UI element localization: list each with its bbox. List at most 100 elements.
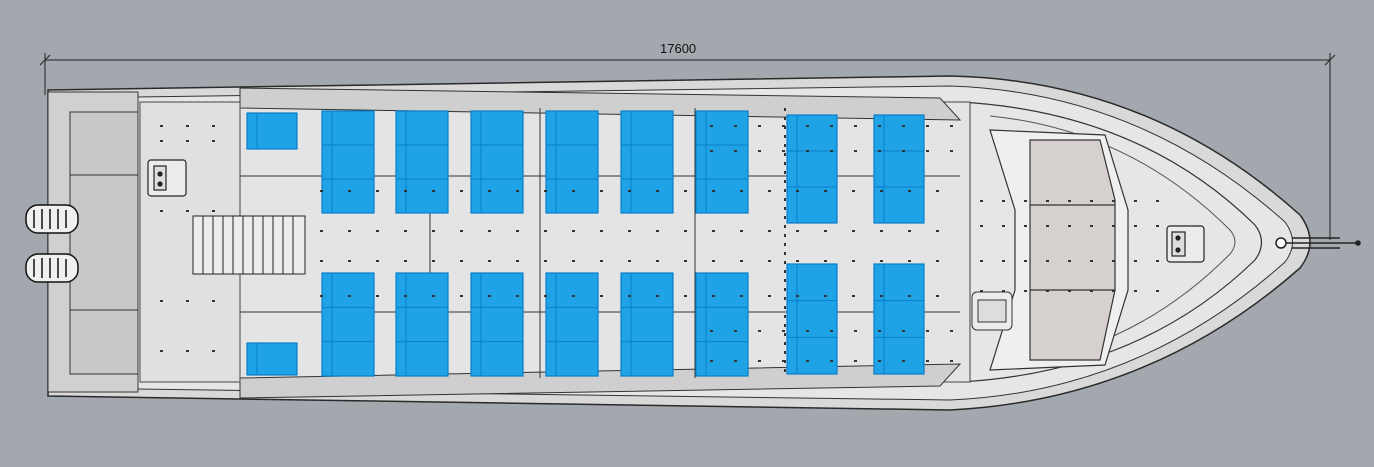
- deck-dot: [160, 140, 163, 142]
- passenger-seat: [873, 114, 925, 224]
- deck-dot: [854, 330, 857, 332]
- deck-dot: [710, 360, 713, 362]
- deck-dot: [806, 330, 809, 332]
- deck-dot: [186, 125, 189, 127]
- deck-dot: [878, 360, 881, 362]
- deck-dot: [460, 295, 463, 297]
- deck-dot: [782, 360, 785, 362]
- deck-dot: [1024, 290, 1027, 292]
- deck-dot: [572, 230, 575, 232]
- deck-dot: [460, 230, 463, 232]
- passenger-seat: [695, 110, 749, 214]
- deck-dot: [1134, 200, 1137, 202]
- deck-dot: [460, 190, 463, 192]
- deck-dot: [852, 295, 855, 297]
- deck-dot: [376, 295, 379, 297]
- deck-dot: [656, 190, 659, 192]
- deck-dot: [186, 300, 189, 302]
- deck-dot: [684, 260, 687, 262]
- deck-dot: [806, 150, 809, 152]
- deck-dot: [824, 295, 827, 297]
- deck-dot: [854, 150, 857, 152]
- deck-dot: [1112, 260, 1115, 262]
- deck-dot: [740, 230, 743, 232]
- deck-dot: [1068, 290, 1071, 292]
- deck-dot: [768, 190, 771, 192]
- deck-dot: [404, 190, 407, 192]
- deck-dot: [768, 260, 771, 262]
- deck-dot: [516, 295, 519, 297]
- deck-dot: [902, 330, 905, 332]
- deck-dot: [926, 150, 929, 152]
- deck-dot: [488, 230, 491, 232]
- deck-dot: [782, 125, 785, 127]
- deck-dot: [1002, 260, 1005, 262]
- deck-dot: [824, 230, 827, 232]
- deck-dot: [854, 125, 857, 127]
- deck-dot: [824, 190, 827, 192]
- transom: [47, 91, 139, 393]
- deck-dot: [880, 230, 883, 232]
- deck-dot: [1156, 200, 1159, 202]
- deck-dot: [740, 260, 743, 262]
- deck-dot: [212, 350, 215, 352]
- deck-dot: [1002, 225, 1005, 227]
- deck-dot: [1024, 260, 1027, 262]
- deck-dot: [796, 230, 799, 232]
- deck-dot: [160, 125, 163, 127]
- deck-dot: [768, 295, 771, 297]
- deck-dot: [404, 260, 407, 262]
- deck-dot: [572, 295, 575, 297]
- passenger-seat: [395, 110, 449, 214]
- outboard-engine-icon: [25, 253, 79, 283]
- deck-dot: [796, 190, 799, 192]
- deck-dot: [758, 125, 761, 127]
- deck-dot: [926, 330, 929, 332]
- deck-dot: [684, 230, 687, 232]
- passenger-seat: [873, 263, 925, 375]
- deck-dot: [1090, 260, 1093, 262]
- passenger-seat: [620, 272, 674, 377]
- deck-dot: [852, 230, 855, 232]
- deck-dot: [830, 360, 833, 362]
- hatch-icon: [147, 159, 187, 197]
- deck-dot: [950, 360, 953, 362]
- deck-dot: [186, 210, 189, 212]
- deck-dot: [600, 230, 603, 232]
- hatch-icon: [1166, 225, 1205, 263]
- deck-dot: [1112, 225, 1115, 227]
- deck-dot: [1134, 260, 1137, 262]
- deck-dot: [320, 260, 323, 262]
- deck-dot: [782, 330, 785, 332]
- deck-dot: [404, 230, 407, 232]
- deck-dot: [880, 190, 883, 192]
- deck-dot: [908, 230, 911, 232]
- deck-dot: [758, 150, 761, 152]
- deck-dot: [852, 260, 855, 262]
- deck-dot: [878, 125, 881, 127]
- deck-dot: [1046, 225, 1049, 227]
- deck-fastener-dots: [160, 125, 1159, 362]
- passenger-seat: [321, 272, 375, 377]
- deck-dot: [734, 150, 737, 152]
- deck-dot: [902, 125, 905, 127]
- deck-dot: [880, 295, 883, 297]
- deck-dot: [348, 260, 351, 262]
- deck-dot: [830, 125, 833, 127]
- outboard-engine-icon: [25, 204, 79, 234]
- deck-dot: [1156, 260, 1159, 262]
- deck-dot: [878, 150, 881, 152]
- deck-dot: [902, 360, 905, 362]
- deck-dot: [1046, 260, 1049, 262]
- deck-dot: [936, 295, 939, 297]
- deck-dot: [740, 190, 743, 192]
- deck-dot: [432, 260, 435, 262]
- deck-dot: [488, 190, 491, 192]
- deck-dot: [830, 150, 833, 152]
- deck-dot: [806, 360, 809, 362]
- deck-dot: [980, 200, 983, 202]
- passenger-seat: [321, 110, 375, 214]
- deck-dot: [796, 295, 799, 297]
- deck-dot: [1046, 290, 1049, 292]
